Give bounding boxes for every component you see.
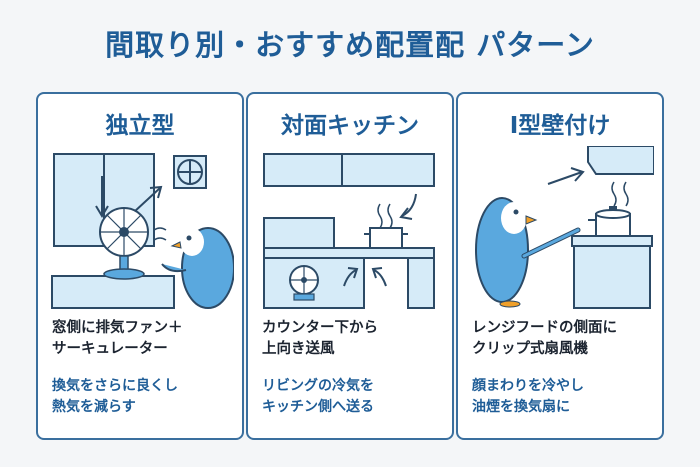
penguin-icon: [161, 227, 234, 309]
description-line: 窓側に排気ファン＋: [52, 320, 183, 336]
card-benefit: 換気をさらに良くし 熱気を減らす: [52, 376, 234, 418]
card-description: レンジフードの側面に クリップ式扇風機: [472, 318, 654, 360]
penguin-icon: [475, 197, 581, 308]
pot-icon: [588, 206, 631, 237]
card-heading: 独立型: [105, 113, 175, 139]
benefit-line: 換気をさらに良くし: [52, 378, 178, 394]
description-line: サーキュレーター: [52, 341, 168, 357]
exhaust-fan-icon: [173, 155, 207, 189]
upper-cabinet-icon: [263, 153, 435, 187]
card-face-to-face-kitchen: 対面キッチン カウンター下から: [246, 92, 454, 440]
card-wall-mounted-kitchen: I型壁付け レンジフードの側面に クリップ: [456, 92, 664, 440]
card-heading: 対面キッチン: [281, 113, 419, 139]
benefit-line: 油煙を換気扇に: [472, 399, 570, 415]
cabinet-icon: [573, 245, 651, 309]
description-line: 上向き送風: [262, 341, 335, 357]
circulator-fan-icon: [99, 207, 149, 280]
card-benefit: リビングの冷気を キッチン側へ送る: [262, 376, 444, 418]
pot-icon: [369, 227, 403, 249]
benefit-line: 熱気を減らす: [52, 399, 136, 415]
range-hood-icon: [587, 146, 654, 175]
counter-icon: [263, 247, 435, 259]
counter-icon: [51, 275, 175, 309]
page-title: 間取り別・おすすめ配置配 パターン: [105, 28, 595, 62]
card-heading: I型壁付け: [509, 113, 611, 139]
card-independent-kitchen: 独立型: [36, 92, 244, 440]
face-to-face-kitchen-illustration: [263, 153, 435, 309]
description-line: レンジフードの側面に: [472, 320, 617, 336]
description-line: カウンター下から: [262, 320, 378, 336]
independent-kitchen-illustration: [51, 153, 234, 309]
benefit-line: キッチン側へ送る: [262, 399, 374, 415]
card-description: カウンター下から 上向き送風: [262, 318, 444, 360]
wall-mounted-kitchen-illustration: [475, 146, 654, 309]
card-benefit: 顔まわりを冷やし 油煙を換気扇に: [472, 376, 654, 418]
small-fan-icon: [289, 265, 319, 301]
description-line: クリップ式扇風機: [472, 341, 588, 357]
stove-icon: [571, 235, 653, 247]
card-description: 窓側に排気ファン＋ サーキュレーター: [52, 318, 234, 360]
benefit-line: 顔まわりを冷やし: [472, 378, 584, 394]
benefit-line: リビングの冷気を: [262, 378, 374, 394]
